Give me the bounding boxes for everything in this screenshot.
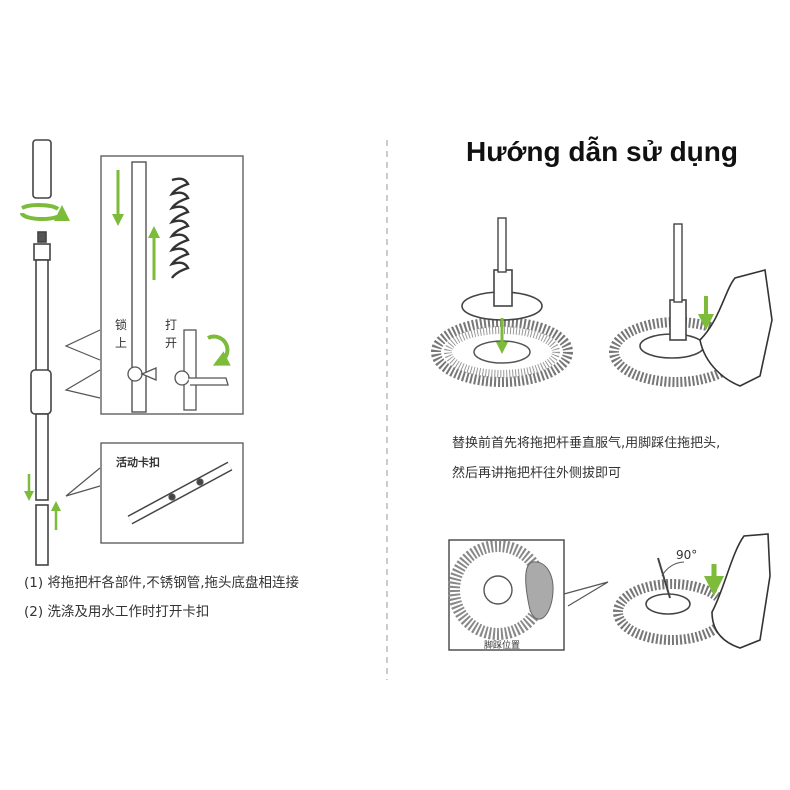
instruction-line-2: 然后再讲拖把杆往外侧拔即可	[452, 462, 621, 481]
angle-label: 90°	[676, 548, 697, 562]
mop-head-illustration-2	[614, 224, 772, 386]
foot-position-box	[449, 540, 608, 650]
page-title: Hướng dẫn sử dụng	[466, 136, 738, 168]
lock-detail-box	[101, 156, 243, 414]
instruction-line-1: 替换前首先将拖把杆垂直服气,用脚踩住拖把头,	[452, 432, 720, 451]
mop-head-illustration-1	[436, 218, 568, 382]
foot-position-label: 脚踩位置	[484, 638, 520, 651]
clip-label: 活动卡扣	[116, 454, 160, 470]
open-label-line2: 开	[165, 334, 177, 351]
assembly-note-2: (2) 洗涤及用水工作时打开卡扣	[24, 600, 209, 620]
mop-pole-illustration	[22, 140, 62, 565]
assembly-note-1: (1) 将拖把杆各部件,不锈钢管,拖头底盘相连接	[24, 571, 299, 591]
lock-label-line2: 上	[115, 334, 127, 351]
lock-label-line1: 锁	[115, 316, 127, 333]
open-label-line1: 打	[165, 316, 177, 333]
callout-pointers	[66, 330, 100, 496]
